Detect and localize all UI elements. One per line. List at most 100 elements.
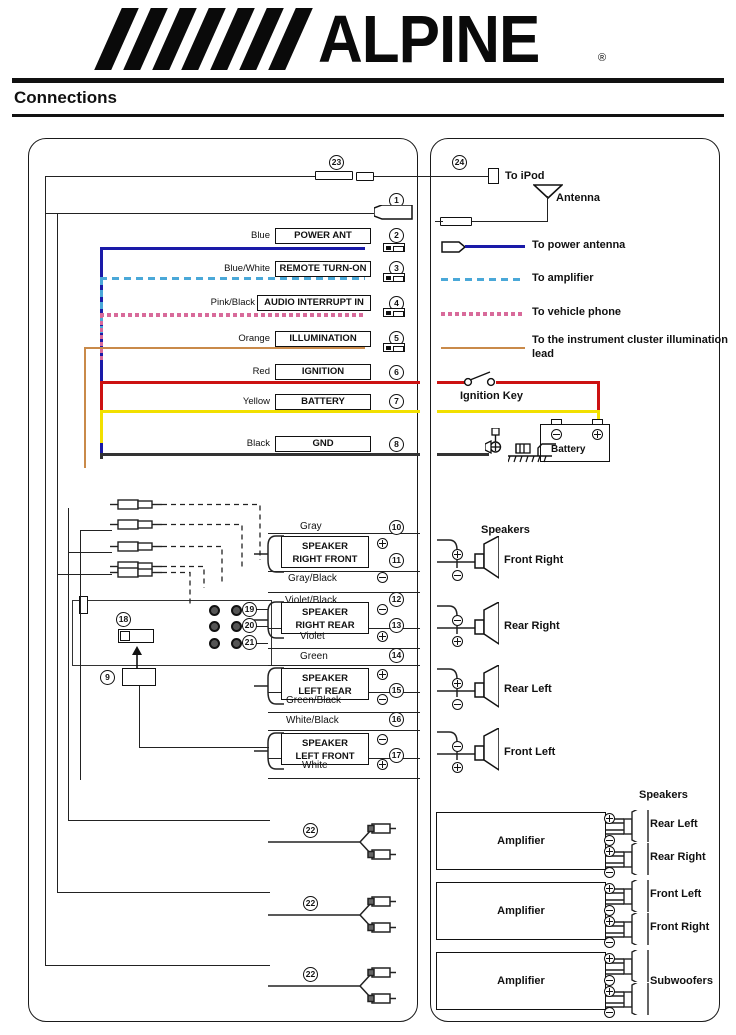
callout-2: 2 — [389, 228, 404, 243]
wire-line-4 — [100, 313, 365, 317]
wire-function-8: GND — [275, 436, 371, 452]
amp1-speaker-label-1: Rear Left — [650, 818, 698, 830]
callout-15: 15 — [389, 683, 404, 698]
speaker-wire-color-green-black: Green/Black — [286, 695, 342, 706]
to-power-antenna-label: To power antenna — [532, 239, 626, 251]
rca-jack — [209, 621, 220, 632]
polarity-minus-icon — [377, 694, 388, 705]
speaker-wire-color-violet: Violet — [300, 631, 325, 642]
wire-line-2 — [100, 247, 365, 250]
antenna-lead-stub — [435, 221, 443, 223]
power-antenna-plug-icon — [441, 241, 467, 253]
battery-positive-terminal — [592, 419, 603, 425]
callout-22-b: 22 — [303, 896, 318, 911]
amp3-speaker-label: Subwoofers — [650, 975, 713, 987]
polarity-minus-icon — [452, 570, 463, 581]
cable-plug-23b — [356, 172, 374, 181]
speaker-row-sep — [268, 533, 420, 535]
polarity-plus-icon — [452, 762, 463, 773]
speaker-row-sep — [268, 592, 420, 594]
speaker-icon-front-right — [437, 536, 499, 579]
speaker-function-right-rear: SPEAKER RIGHT REAR — [281, 602, 369, 634]
polarity-plus-icon — [604, 916, 615, 927]
polarity-minus-icon — [452, 699, 463, 710]
left-bus-3-bottom — [68, 820, 270, 822]
ignition-wire-left — [437, 381, 465, 384]
speaker-wire-color-green: Green — [300, 651, 328, 662]
rca-cable-cluster-icon — [110, 499, 261, 588]
speaker-label-line1: SPEAKER — [302, 738, 348, 749]
left-bus-4 — [80, 530, 82, 780]
rca-output-cable-a — [268, 823, 396, 860]
left-bus-3 — [68, 508, 70, 820]
wire-function-7: BATTERY — [275, 394, 371, 410]
polarity-plus-icon — [452, 678, 463, 689]
polarity-plus-icon — [377, 631, 388, 642]
antenna-label: Antenna — [556, 192, 600, 204]
wire-color-5: Orange — [238, 333, 270, 344]
cable-barrel-23 — [315, 171, 353, 180]
callout-13: 13 — [389, 618, 404, 633]
chassis-ground-icon — [508, 443, 556, 463]
polarity-minus-icon — [604, 905, 615, 916]
battery-negative-terminal — [551, 419, 562, 425]
speaker-label-line1: SPEAKER — [302, 673, 348, 684]
wire-function-2: POWER ANT — [275, 228, 371, 244]
to-amplifier-label: To amplifier — [532, 272, 594, 284]
rca-jack — [209, 605, 220, 616]
amplifier-box-1: Amplifier — [436, 812, 606, 870]
amp2-speaker-label-2: Front Right — [650, 921, 710, 933]
amp1-speaker-label-2: Rear Right — [650, 851, 706, 863]
amplifier-box-3: Amplifier — [436, 952, 606, 1010]
wire-line-7 — [100, 410, 420, 413]
speaker-label-line2: RIGHT REAR — [295, 620, 355, 631]
speaker-function-right-front: SPEAKER RIGHT FRONT — [281, 536, 369, 568]
polarity-plus-icon — [452, 549, 463, 560]
wire-line-3 — [100, 277, 365, 280]
wire-drop-3 — [100, 278, 103, 333]
ipod-cable-right — [374, 176, 492, 178]
speakers-heading: Speakers — [481, 524, 530, 536]
speaker-label-front-right: Front Right — [504, 554, 564, 566]
battery-plus-icon — [592, 429, 603, 440]
polarity-plus-icon — [604, 986, 615, 997]
rca-output-cable-c — [268, 967, 396, 1004]
callout-12: 12 — [389, 592, 404, 607]
legend-wire-illumination — [441, 347, 525, 349]
connector-18-inner — [120, 631, 130, 641]
polarity-minus-icon — [604, 975, 615, 986]
wire-drop-7 — [100, 411, 103, 443]
module-9-lead-down — [139, 686, 141, 748]
callout-17: 17 — [389, 748, 404, 763]
speaker-row-sep — [268, 665, 420, 667]
speaker-icon-rear-right — [437, 602, 499, 645]
vehicle-side-panel — [430, 138, 720, 1022]
wire-drop-6 — [100, 382, 103, 410]
legend-wire-power-antenna — [465, 245, 525, 248]
rca-jack — [209, 638, 220, 649]
connector-plug-5 — [383, 343, 405, 352]
callout-23: 23 — [329, 155, 344, 170]
head-unit-panel — [28, 138, 418, 1022]
amp1-speaker-rear-right-icon — [606, 843, 649, 875]
wire-color-3: Blue/White — [224, 263, 270, 274]
callout-19: 19 — [242, 602, 257, 617]
header-rule-bottom — [12, 114, 724, 117]
header-rule-top — [12, 78, 724, 83]
wire-color-2: Blue — [250, 230, 270, 241]
polarity-plus-icon — [377, 669, 388, 680]
speaker-label-line2: LEFT REAR — [298, 686, 352, 697]
wire-function-5: ILLUMINATION — [275, 331, 371, 347]
speaker-row-sep — [268, 571, 420, 573]
ipod-connector-icon — [488, 168, 499, 184]
left-bus-chassis-feed — [80, 530, 112, 532]
wire-line-5 — [84, 347, 365, 349]
amplifier-box-2: Amplifier — [436, 882, 606, 940]
speaker-function-left-rear: SPEAKER LEFT REAR — [281, 668, 369, 700]
speaker-icon-front-left — [437, 728, 499, 771]
speaker-harness-hooks-icon — [254, 535, 284, 770]
amp2-speaker-label-1: Front Left — [650, 888, 702, 900]
polarity-minus-icon — [377, 734, 388, 745]
connector-plug-4 — [383, 308, 405, 317]
